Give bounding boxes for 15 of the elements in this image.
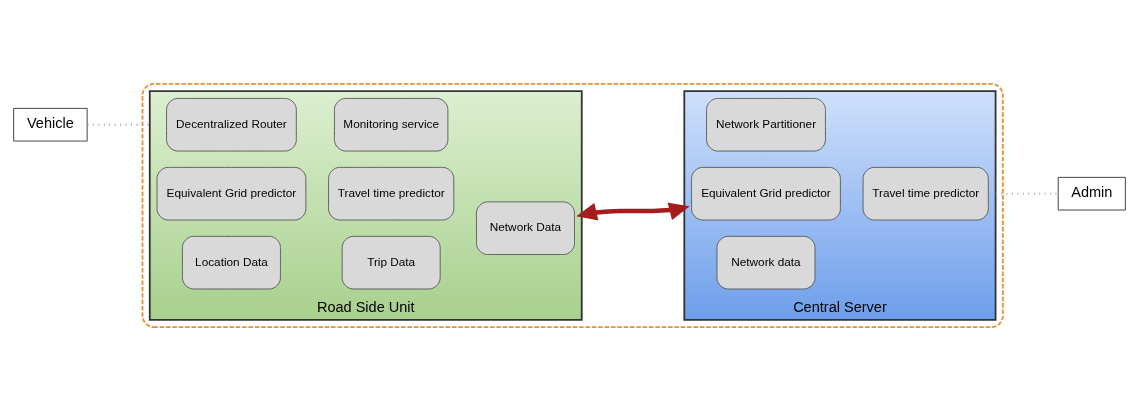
node-box: Admin	[1057, 176, 1126, 210]
node-box: Location Data	[182, 235, 281, 289]
node-box: Travel time predictor	[862, 166, 989, 220]
node-box: Decentralized Router	[166, 97, 297, 151]
node-box: Trip Data	[341, 235, 441, 289]
node-box: Monitoring service	[334, 97, 449, 151]
node-box: Travel time predictor	[328, 166, 455, 220]
node-box: Network Partitioner	[706, 97, 826, 151]
node-box: Equivalent Grid predictor	[691, 166, 841, 220]
node-box: Network data	[716, 235, 816, 289]
node-box: Vehicle	[13, 107, 88, 142]
node-box: Equivalent Grid predictor	[156, 166, 307, 220]
cluster	[141, 82, 1004, 328]
node-box: Network Data	[476, 200, 575, 255]
arrow	[576, 202, 690, 220]
